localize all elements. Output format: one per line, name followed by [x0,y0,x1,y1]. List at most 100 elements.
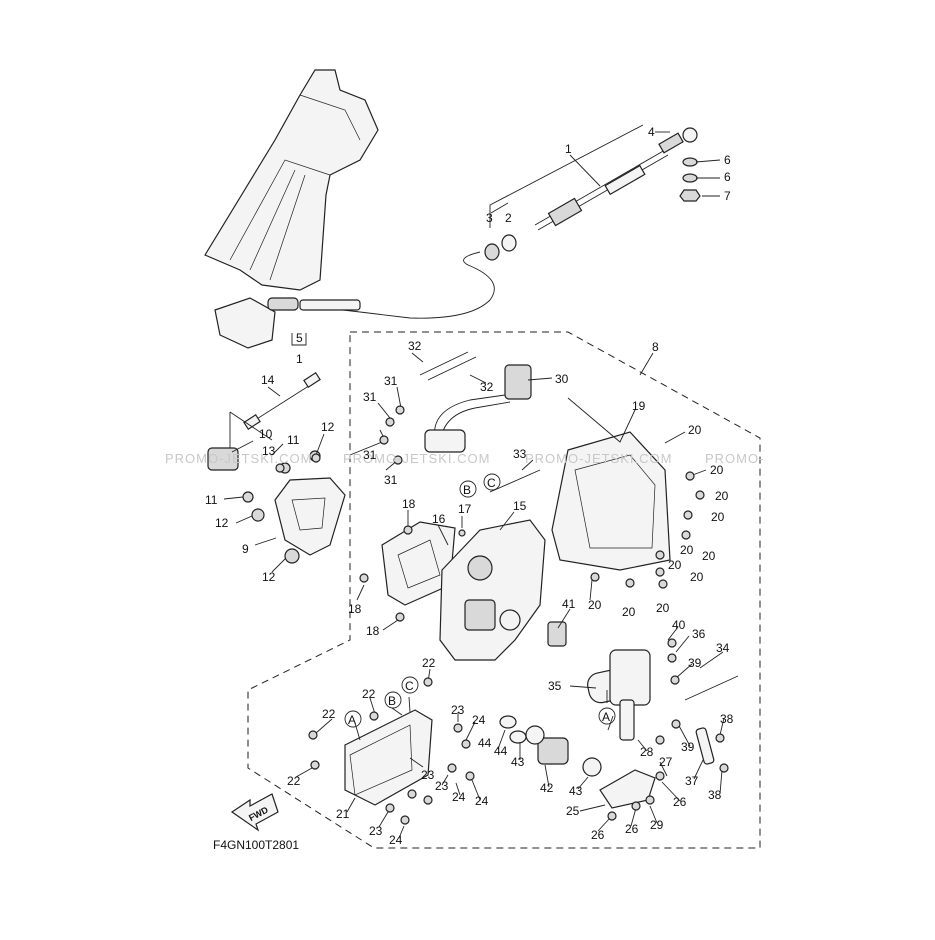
callout-number: 24 [472,713,486,727]
cable-14 [243,372,321,430]
cover-19 [551,431,671,571]
callout-number: 20 [702,549,716,563]
callout-number: 13 [262,444,276,458]
watermark: PROMO-JETSKI.COM PROMO-JETSKI.COM PROMO-… [165,451,764,466]
forward-arrow: FWD [230,793,279,832]
bracket-25 [599,699,656,809]
callout-number: 7 [724,189,731,203]
callout-number: 36 [692,627,706,641]
callout-number: 24 [389,833,403,847]
callout-number: 18 [366,624,380,638]
leader-lines [223,124,725,839]
callout-number: 42 [540,781,554,795]
callout-number: 20 [680,543,694,557]
callout-number: 44 [494,744,508,758]
callout-number: 1 [565,142,572,156]
callout-number: 35 [548,679,562,693]
callout-number: 27 [659,755,673,769]
callout-number: 23 [435,779,449,793]
callout-number: 31 [384,374,398,388]
callout-number: 20 [710,463,724,477]
callout-number: 37 [685,774,699,788]
callout-number: B [463,483,471,497]
callout-number: 26 [625,822,639,836]
assembly-boundary [247,331,761,849]
callout-number: 39 [681,740,695,754]
callout-number: 22 [362,687,376,701]
reference-markers: B C A B C A [344,473,616,728]
callout-number: 15 [513,499,527,513]
callout-number: 38 [720,712,734,726]
callout-number: 18 [402,497,416,511]
callout-number: 19 [632,399,646,413]
callout-number: 3 [486,211,493,225]
callout-number: A [348,713,356,727]
callout-number: 20 [688,423,702,437]
callout-number: 6 [724,170,731,184]
callout-number: 43 [569,784,583,798]
callout-number: 20 [622,605,636,619]
callout-number: 23 [451,703,465,717]
callout-number: 26 [673,795,687,809]
cable-ties [419,351,739,701]
callout-number: C [405,679,414,693]
callout-number: 39 [688,656,702,670]
callout-number: 11 [287,433,300,447]
callout-number: 26 [591,828,605,842]
gear-housing-15 [439,519,546,661]
gears [499,621,602,777]
callout-number: 17 [458,502,472,516]
steering-cable [299,127,701,319]
callout-number: 28 [640,745,654,759]
svg-text:PROMO-JETSKI.COM: PROMO-JETSKI.COM [525,451,672,466]
bracket-9 [207,447,346,564]
callout-number: 20 [588,598,602,612]
callout-number: 32 [408,339,422,353]
callout-number: 4 [648,125,655,139]
callout-number: 18 [348,602,362,616]
lever-37 [695,727,715,765]
callout-number: 32 [480,380,494,394]
callout-number: 14 [261,373,275,387]
callout-number: 34 [716,641,730,655]
callout-number: 1 [296,352,303,366]
callout-number: C [487,476,496,490]
callout-number: 31 [363,390,377,404]
callout-number: 24 [452,790,466,804]
control-box-21 [344,709,433,806]
callout-labels: 1 1 2 3 4 5 6 6 7 8 9 10 11 11 12 12 12 … [205,125,734,847]
callout-number: 25 [566,804,580,818]
callout-number: 22 [422,656,436,670]
callout-number: 38 [708,788,722,802]
callout-number: 40 [672,618,686,632]
callout-number: 21 [336,807,350,821]
callout-number: 2 [505,211,512,225]
motor-35 [587,649,651,706]
svg-text:PROMO-JETSKI.COM: PROMO-JETSKI.COM [343,451,490,466]
callout-number: 31 [384,473,398,487]
callout-number: 20 [656,601,670,615]
callout-number: 31 [363,448,377,462]
callout-number: 20 [668,558,682,572]
callout-number: 24 [475,794,489,808]
callout-number: 41 [562,597,576,611]
callout-number: 9 [242,542,249,556]
callout-number: 12 [321,420,335,434]
callout-number: 23 [421,768,435,782]
callout-number: A [602,710,610,724]
callout-number: 22 [322,707,336,721]
callout-number: 20 [711,510,725,524]
callout-number: 8 [652,340,659,354]
svg-text:PROMO-: PROMO- [705,451,764,466]
fasteners [275,405,729,825]
wiring-harness-30 [424,364,532,453]
callout-number: 23 [369,824,383,838]
callout-number: 10 [259,427,273,441]
callout-number: 22 [287,774,301,788]
callout-number: 11 [205,493,218,507]
callout-number: 29 [650,818,664,832]
callout-number: 44 [478,736,492,750]
callout-number: 6 [724,153,731,167]
